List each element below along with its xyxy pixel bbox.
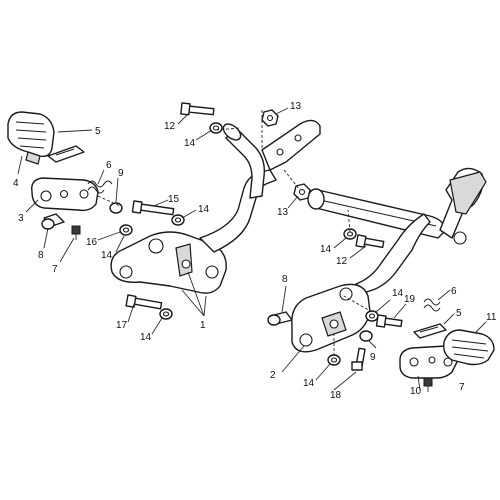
footrest-frame xyxy=(110,119,487,294)
assembly-lines xyxy=(97,110,373,356)
washer-14-top xyxy=(209,122,223,134)
callout-14-upper-left: 14 xyxy=(198,204,210,215)
washer-16 xyxy=(119,224,133,236)
footpeg-bracket-right xyxy=(291,283,371,353)
callout-8-right: 8 xyxy=(282,274,288,285)
callout-14-lower-left: 14 xyxy=(140,332,152,343)
callout-7-left: 7 xyxy=(52,264,58,275)
callout-14-lower-right: 14 xyxy=(303,378,315,389)
callout-8-left: 8 xyxy=(38,250,44,261)
washer-14-upper-left xyxy=(171,214,185,226)
callout-14-top: 14 xyxy=(184,138,196,149)
bolt-12-mid xyxy=(355,234,385,249)
pin-right xyxy=(267,311,293,326)
circlip-right xyxy=(359,330,373,342)
callout-13-mid: 13 xyxy=(277,207,289,218)
callout-1: 1 xyxy=(200,320,206,331)
circlip-left xyxy=(109,202,123,214)
callout-16: 16 xyxy=(86,237,98,248)
footpeg-left xyxy=(7,111,55,165)
callout-19: 19 xyxy=(404,294,416,305)
bolt-15 xyxy=(131,200,175,216)
callout-3: 3 xyxy=(18,213,24,224)
washer-14-right xyxy=(365,310,379,322)
rubber-pad-right xyxy=(413,323,447,339)
callout-2: 2 xyxy=(270,370,276,381)
spring-right xyxy=(423,298,441,312)
callout-18: 18 xyxy=(330,390,342,401)
bolt-19 xyxy=(375,314,403,328)
callout-13-top: 13 xyxy=(290,101,302,112)
washer-14-lower-left xyxy=(159,308,173,320)
callout-12-mid: 12 xyxy=(336,256,348,267)
callout-6-right: 6 xyxy=(451,286,457,297)
callout-15: 15 xyxy=(168,194,180,205)
callout-17: 17 xyxy=(116,320,128,331)
screw-right xyxy=(423,377,433,392)
callout-14-right: 14 xyxy=(392,288,404,299)
callout-11: 11 xyxy=(486,312,497,323)
rubber-pad-left xyxy=(47,145,85,163)
callout-5-right: 5 xyxy=(456,308,462,319)
callout-4: 4 xyxy=(13,178,19,189)
bolt-17 xyxy=(125,294,163,310)
callout-9-left: 9 xyxy=(118,168,124,179)
callout-14-mid-right: 14 xyxy=(320,244,332,255)
callout-7-right: 7 xyxy=(459,382,465,393)
screw-left xyxy=(71,225,81,240)
nut-13-top xyxy=(261,109,279,127)
callout-6-left: 6 xyxy=(106,160,112,171)
callout-10: 10 xyxy=(410,386,422,397)
washer-14-lower-right xyxy=(327,354,341,366)
footpeg-bracket-left xyxy=(31,177,99,212)
bolt-12-top xyxy=(180,102,215,116)
callout-14-mid-left: 14 xyxy=(101,250,113,261)
callout-9-right: 9 xyxy=(370,352,376,363)
footpeg-bracket-right-small xyxy=(399,345,459,379)
pin-left xyxy=(41,213,65,230)
spring-left xyxy=(87,180,113,194)
callout-12-top: 12 xyxy=(164,121,176,132)
footpeg-right xyxy=(442,329,495,366)
callout-labels: 1 2 3 4 5 5 6 6 7 7 8 8 9 9 10 11 12 12 … xyxy=(13,101,497,401)
callout-5-left: 5 xyxy=(95,126,101,137)
leader-lines xyxy=(17,107,487,391)
bolt-18 xyxy=(351,347,366,371)
